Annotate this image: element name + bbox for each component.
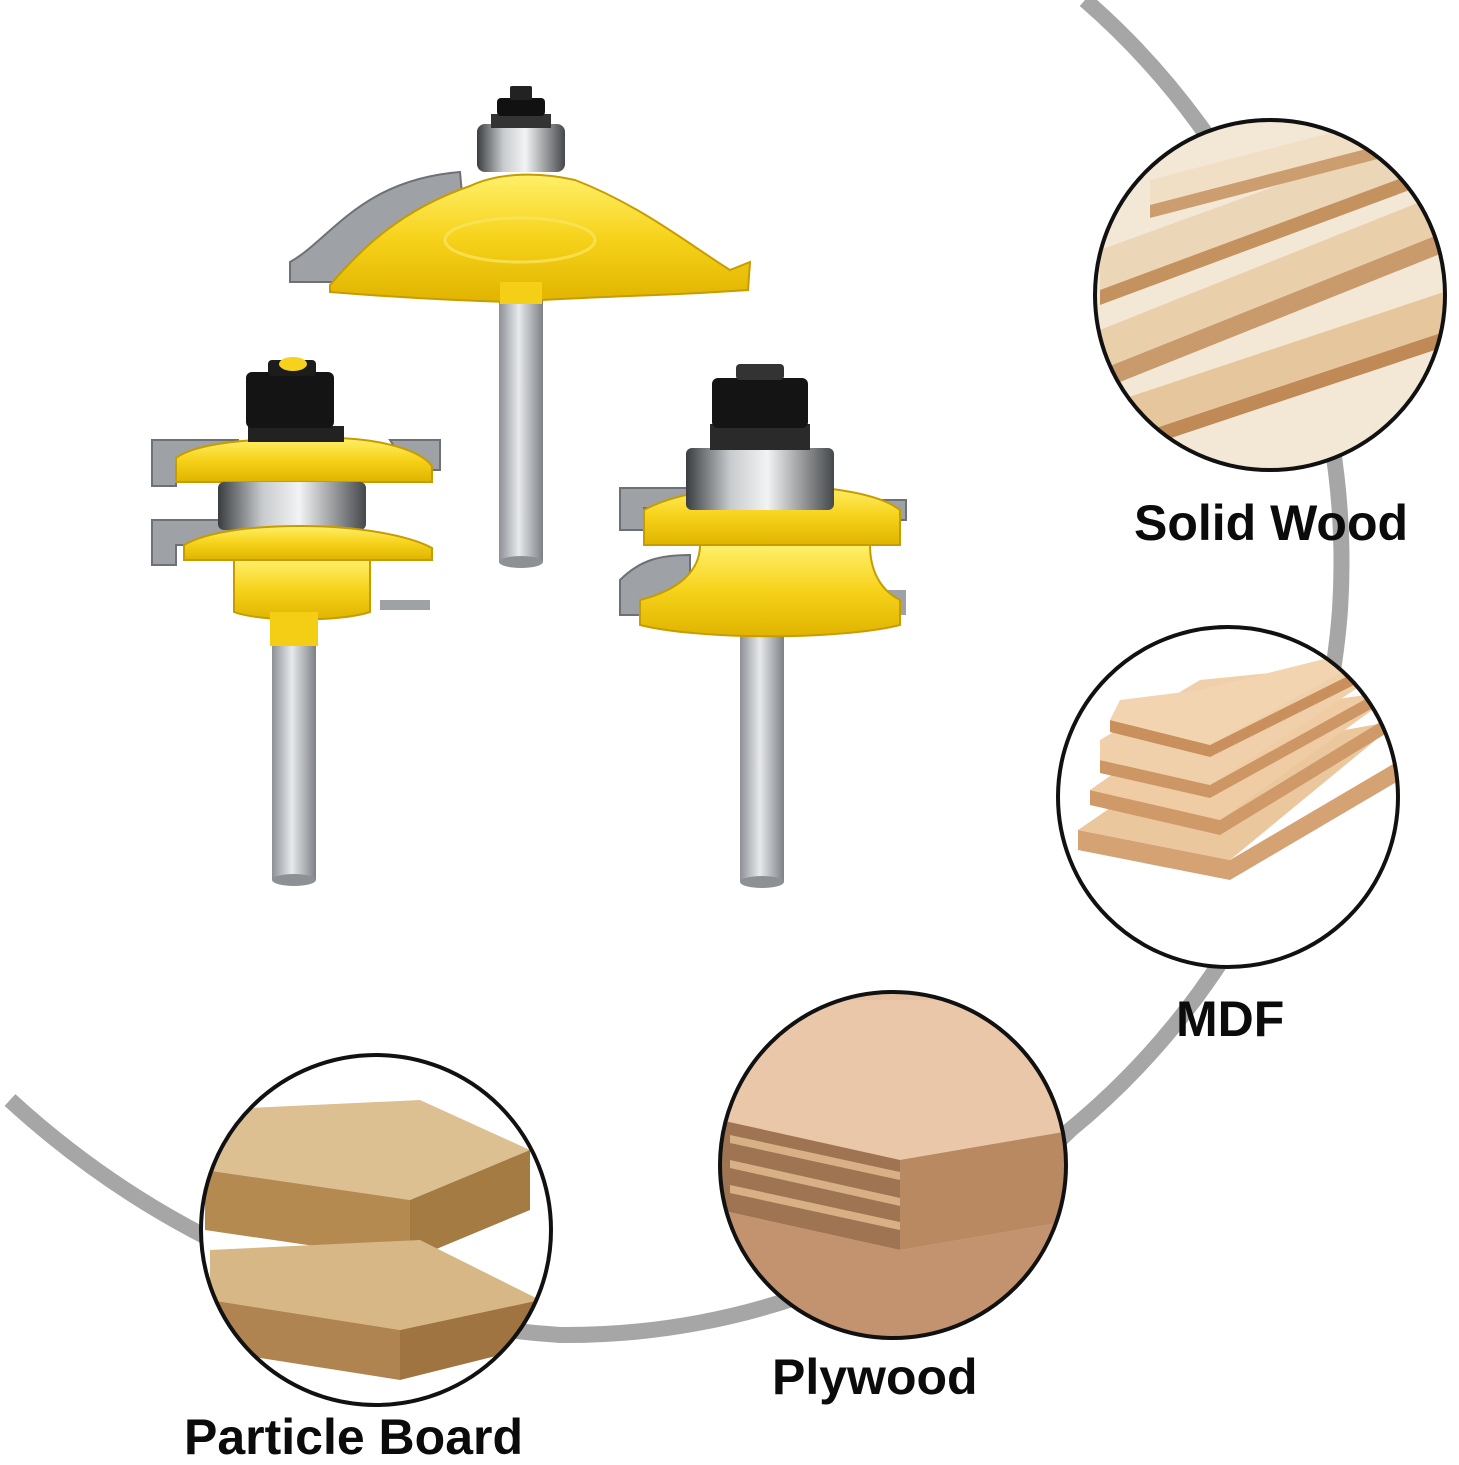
mdf-label: MDF bbox=[1176, 991, 1285, 1047]
router-bit-stile-icon bbox=[619, 364, 907, 888]
solid-wood-swatch-icon bbox=[1093, 118, 1447, 472]
particle-board-label: Particle Board bbox=[184, 1409, 524, 1465]
plywood-label: Plywood bbox=[772, 1349, 978, 1405]
particle-board-swatch-icon bbox=[199, 1053, 553, 1407]
plywood-swatch-icon bbox=[718, 990, 1068, 1340]
router-bit-rail-icon bbox=[151, 357, 441, 886]
router-bit-raised-panel-icon bbox=[289, 86, 752, 568]
mdf-swatch-icon bbox=[1056, 625, 1400, 969]
solid-wood-label: Solid Wood bbox=[1134, 495, 1409, 551]
